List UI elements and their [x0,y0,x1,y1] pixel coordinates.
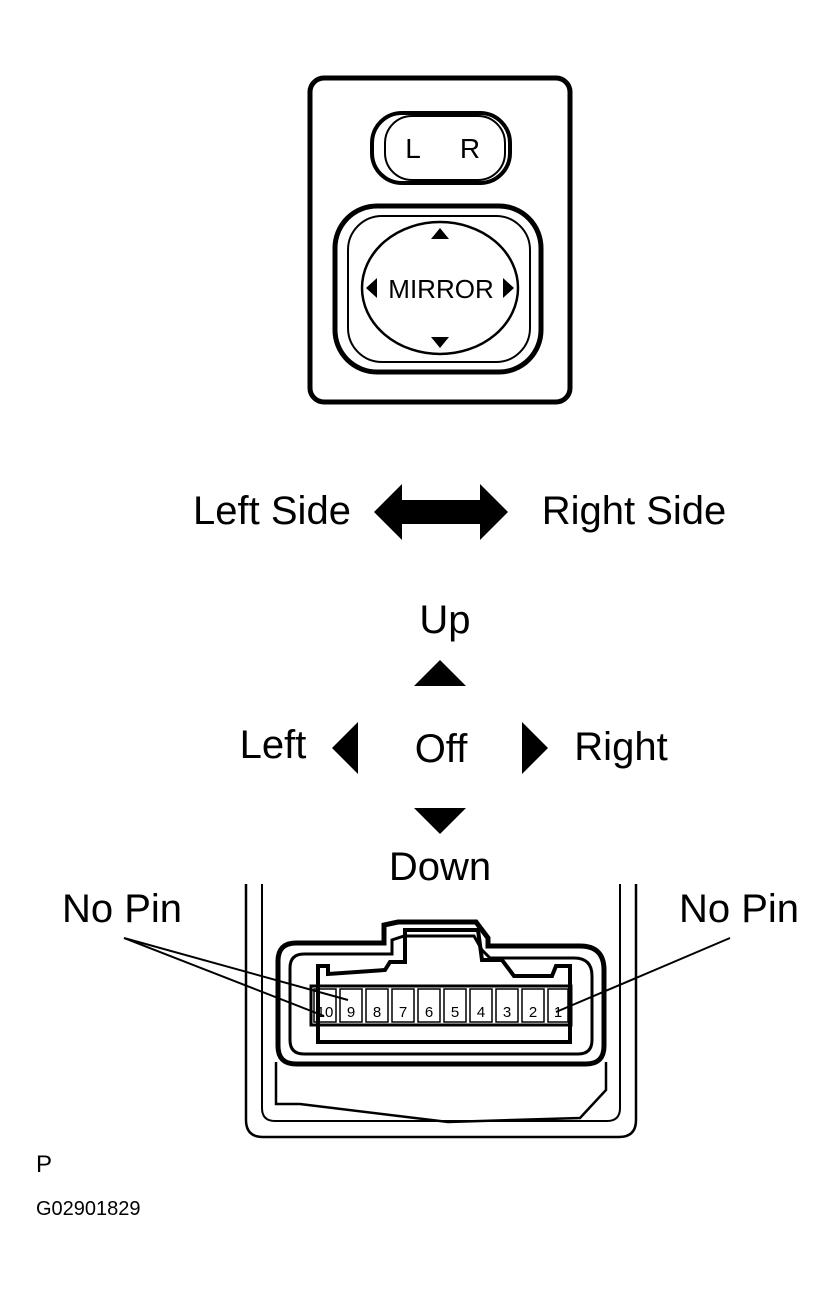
no-pin-callouts: No Pin No Pin [62,887,799,1017]
figure-code: G02901829 [36,1198,141,1220]
pin-cavity [339,988,363,1023]
pin-cavity [495,988,519,1023]
pad-left-arrow-icon [366,278,377,298]
side-selector-legend: Left Side Right Side [193,484,726,540]
pin-cavity [391,988,415,1023]
selector-r-label: R [460,133,480,164]
leader-line [555,937,731,1013]
selector-l-label: L [405,133,421,164]
connector-body [244,884,638,1139]
right-arrow-icon [522,722,548,774]
pin-number: 3 [503,1004,511,1021]
leader-line [123,937,349,1001]
right-side-label: Right Side [542,489,727,533]
connector: 10 9 8 7 6 5 4 3 2 1 [244,884,638,1139]
off-label: Off [415,727,469,771]
pin-cavity [417,988,441,1023]
leader-line [123,937,325,1017]
mirror-switch: L R MIRROR [307,75,573,405]
pin-number: 4 [477,1004,485,1021]
pin-cavity [469,988,493,1023]
pin-row: 10 9 8 7 6 5 4 3 2 1 [309,984,573,1027]
pin-cavity [521,988,545,1023]
left-arrow-icon [332,722,358,774]
pin-cavity [443,988,467,1023]
up-label: Up [419,598,470,642]
footer-mark: P [36,1151,52,1178]
pad-up-arrow-icon [431,228,449,239]
pin-number: 10 [317,1004,334,1021]
pin-number: 8 [373,1004,381,1021]
down-label: Down [389,845,491,889]
left-label: Left [240,723,307,767]
pad-down-arrow-icon [431,337,449,348]
no-pin-right-label: No Pin [679,887,799,931]
right-label: Right [574,725,667,769]
pin-number: 2 [529,1004,537,1021]
switch-housing [307,75,573,405]
left-side-label: Left Side [193,489,351,533]
down-arrow-icon [414,808,466,834]
pad-right-arrow-icon [503,278,514,298]
up-arrow-icon [414,660,466,686]
pin-cavity [313,988,337,1023]
pin-cavity [365,988,389,1023]
pin-number: 7 [399,1004,407,1021]
pin-number: 6 [425,1004,433,1021]
lr-selector-button: L R [370,111,512,185]
no-pin-left-label: No Pin [62,887,182,931]
pin-cavity [547,988,569,1023]
direction-legend: Up Left Off Right Down [240,598,668,889]
pin-number: 5 [451,1004,459,1021]
mirror-label: MIRROR [388,274,493,304]
mirror-adjust-pad: MIRROR [332,203,544,375]
pin-number: 9 [347,1004,355,1021]
pin-number: 1 [554,1004,562,1021]
double-arrow-icon [374,484,508,540]
